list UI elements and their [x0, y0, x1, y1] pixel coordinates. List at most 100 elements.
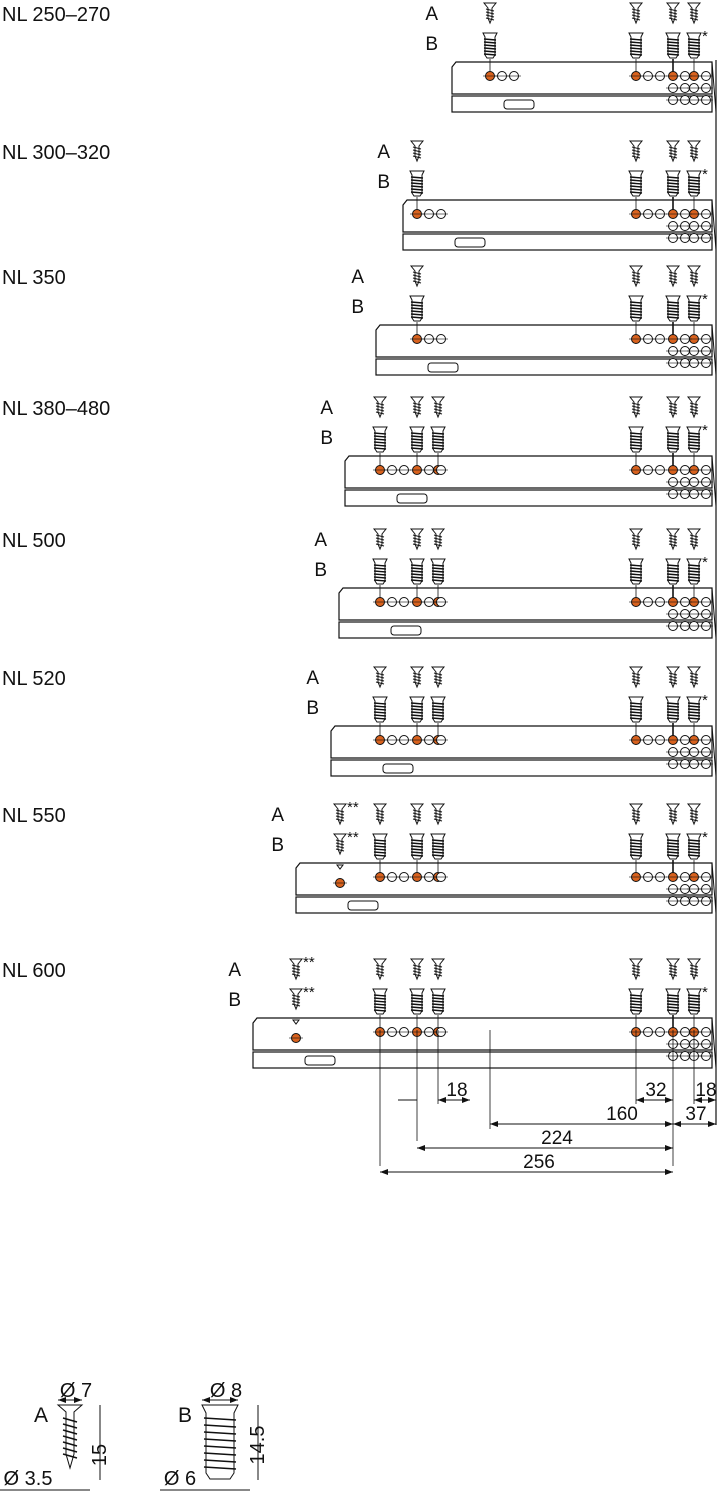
screw-a-shank-diameter: Ø 3.5: [4, 1468, 53, 1490]
screw-thread: [629, 441, 643, 444]
screw-thread: [375, 405, 385, 409]
screw-thread: [412, 149, 422, 153]
screw-thread: [373, 1003, 387, 1006]
screw-thread: [687, 44, 701, 47]
asterisk-note: *: [702, 554, 708, 571]
double-asterisk-note: **: [347, 829, 359, 846]
screw-b-icon: [372, 426, 388, 453]
screw-thread: [666, 53, 680, 56]
screw-thread: [631, 543, 641, 547]
screw-thread: [203, 1438, 237, 1442]
screw-thread: [375, 534, 385, 538]
screw-thread: [629, 438, 643, 441]
screw-thread: [485, 11, 495, 15]
screw-thread: [431, 1009, 445, 1012]
screw-a-icon: [665, 265, 681, 288]
screw-thread: [668, 146, 678, 150]
screw-thread: [629, 307, 643, 310]
screw-b-label: B: [320, 428, 333, 449]
screw-thread: [687, 845, 701, 848]
screw-thread: [629, 38, 643, 41]
screw-thread: [431, 708, 445, 711]
screw-thread: [431, 845, 445, 848]
screw-thread: [687, 1000, 701, 1003]
screw-thread: [410, 1000, 424, 1003]
screw-thread: [412, 967, 422, 971]
screw-thread: [410, 711, 424, 714]
screw-thread: [373, 1006, 387, 1009]
screw-thread: [668, 274, 678, 278]
screw-thread: [431, 579, 445, 582]
runner-end: [711, 725, 717, 777]
screw-a-icon: [372, 528, 388, 551]
screw-thread: [687, 714, 701, 717]
screw-thread: [687, 176, 701, 179]
screw-thread: [412, 411, 422, 415]
screw-thread: [431, 435, 445, 438]
screw-a-icon: [482, 2, 498, 25]
screw-thread: [412, 155, 422, 159]
screw-thread: [666, 1003, 680, 1006]
screw-thread: [410, 316, 424, 319]
screw-b-icon: [628, 295, 644, 322]
screw-thread: [687, 316, 701, 319]
row-label: NL 250–270: [2, 4, 111, 26]
screw-thread: [629, 185, 643, 188]
screw-a-icon: [686, 666, 702, 689]
screw-thread: [666, 438, 680, 441]
screw-a-icon: [628, 528, 644, 551]
screw-thread: [689, 812, 699, 816]
row-label: NL 380–480: [2, 398, 111, 420]
screw-thread: [666, 441, 680, 444]
screw-thread: [668, 678, 678, 682]
screw-a-icon: [665, 803, 681, 826]
screw-thread: [629, 44, 643, 47]
screw-thread: [689, 543, 699, 547]
screw-thread: [631, 411, 641, 415]
screw-a-icon: [665, 140, 681, 163]
screw-thread: [375, 678, 385, 682]
screw-thread: [629, 1006, 643, 1009]
screw-thread: [666, 564, 680, 567]
screw-thread: [689, 274, 699, 278]
screw-thread: [666, 717, 680, 720]
screw-thread: [631, 274, 641, 278]
screw-thread: [485, 8, 495, 12]
screw-thread: [629, 702, 643, 705]
screw-thread: [689, 8, 699, 12]
screw-thread: [687, 185, 701, 188]
screw-thread: [431, 717, 445, 720]
screw-thread: [687, 576, 701, 579]
row-label: NL 350: [2, 267, 66, 289]
screw-thread: [410, 854, 424, 857]
screw-thread: [375, 675, 385, 679]
screw-thread: [203, 1417, 237, 1421]
screw-thread: [335, 818, 345, 822]
screw-thread: [291, 1000, 301, 1004]
screw-thread: [373, 435, 387, 438]
screw-thread: [375, 818, 385, 822]
screw-thread: [689, 973, 699, 977]
drawer-runner-rail: [338, 621, 713, 639]
screw-thread: [668, 155, 678, 159]
screw-thread: [433, 812, 443, 816]
screw-thread: [668, 402, 678, 406]
screw-thread: [689, 970, 699, 974]
screw-thread: [629, 176, 643, 179]
screw-b-label: B: [314, 560, 327, 581]
screw-thread: [666, 845, 680, 848]
screw-b-icon: [409, 295, 425, 322]
screw-b-icon: [409, 558, 425, 585]
screw-thread: [668, 973, 678, 977]
screw-b-icon: [686, 295, 702, 322]
screw-thread: [431, 994, 445, 997]
screw-thread: [687, 579, 701, 582]
screw-a-icon: [409, 528, 425, 551]
screw-thread: [431, 564, 445, 567]
screw-thread: [687, 708, 701, 711]
screw-thread: [668, 14, 678, 18]
drawer-runner-body: [338, 587, 713, 621]
screw-thread: [687, 53, 701, 56]
screw-thread: [629, 717, 643, 720]
